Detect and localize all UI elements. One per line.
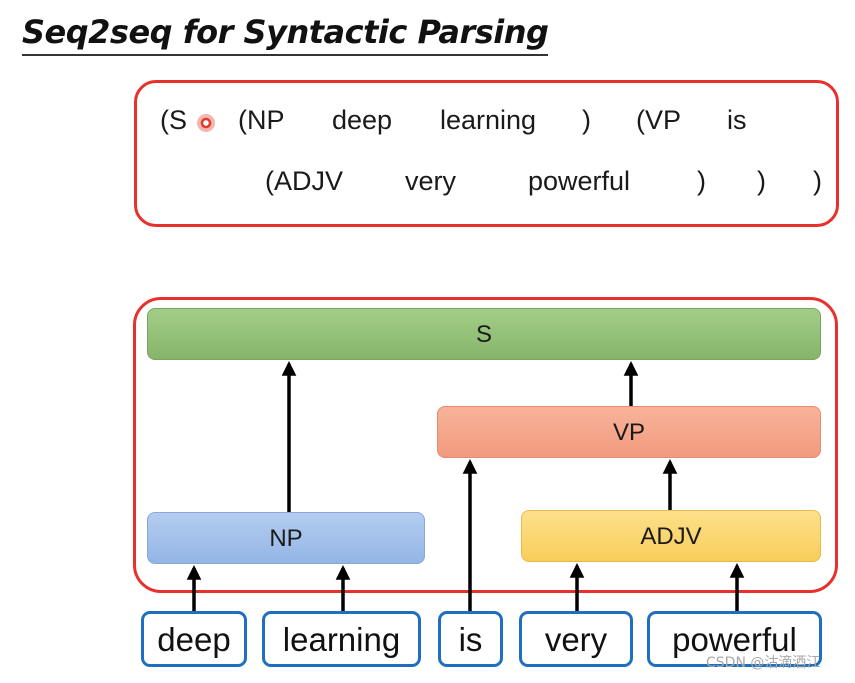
parse-token: learning	[440, 105, 537, 135]
parse-tree-box	[133, 297, 838, 593]
parse-token: (S	[160, 105, 187, 135]
parse-token: (ADJV	[265, 166, 344, 196]
word-deep: deep	[141, 611, 247, 667]
linearized-parse-box	[134, 80, 839, 227]
watermark: CSDN @沽滴酒江	[706, 655, 821, 671]
laser-pointer-icon	[197, 114, 215, 132]
parse-token: (NP	[238, 105, 285, 135]
parse-token: is	[727, 105, 747, 135]
parse-token: (VP	[636, 105, 682, 135]
node-adjv: ADJV	[521, 510, 821, 562]
parse-token: )	[757, 166, 766, 196]
node-vp: VP	[437, 406, 821, 458]
parse-token: )	[813, 166, 822, 196]
word-powerful: powerful	[647, 611, 822, 667]
node-s: S	[147, 308, 821, 360]
word-learning: learning	[262, 611, 421, 667]
parse-token: )	[582, 105, 591, 135]
word-is: is	[438, 611, 503, 667]
slide-title: Seq2seq for Syntactic Parsing	[22, 10, 549, 56]
parse-token: deep	[332, 105, 393, 135]
parse-token: very	[405, 166, 457, 196]
parse-token: )	[697, 166, 706, 196]
parse-token: powerful	[528, 166, 631, 196]
word-very: very	[519, 611, 633, 667]
node-np: NP	[147, 512, 425, 564]
